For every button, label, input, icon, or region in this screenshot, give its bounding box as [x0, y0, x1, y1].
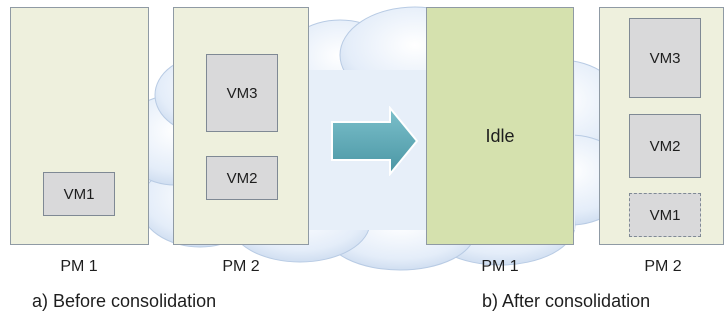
before-pm2-label: PM 2	[222, 258, 260, 275]
after-pm2-label: PM 2	[644, 258, 682, 275]
before-caption: a) Before consolidation	[32, 291, 217, 311]
after-pm1-label: PM 1	[481, 258, 519, 275]
after-caption: b) After consolidation	[482, 291, 651, 311]
after-pm2-vm2: VM2	[629, 114, 701, 178]
after-pm1-box: Idle	[426, 7, 574, 245]
after-pm2-vm3: VM3	[629, 18, 701, 98]
before-pm2-vm3: VM3	[206, 54, 278, 132]
right-arrow-icon	[331, 106, 419, 176]
before-pm2-vm2: VM2	[206, 156, 278, 200]
after-pm2-box: VM3 VM2 VM1	[599, 7, 724, 245]
after-pm2-vm1-migrated: VM1	[629, 193, 701, 237]
before-pm1-label: PM 1	[60, 258, 98, 275]
before-pm2-box: VM3 VM2	[173, 7, 309, 245]
idle-label: Idle	[485, 126, 515, 146]
before-pm1-box: VM1	[10, 7, 149, 245]
before-pm1-vm1: VM1	[43, 172, 115, 216]
